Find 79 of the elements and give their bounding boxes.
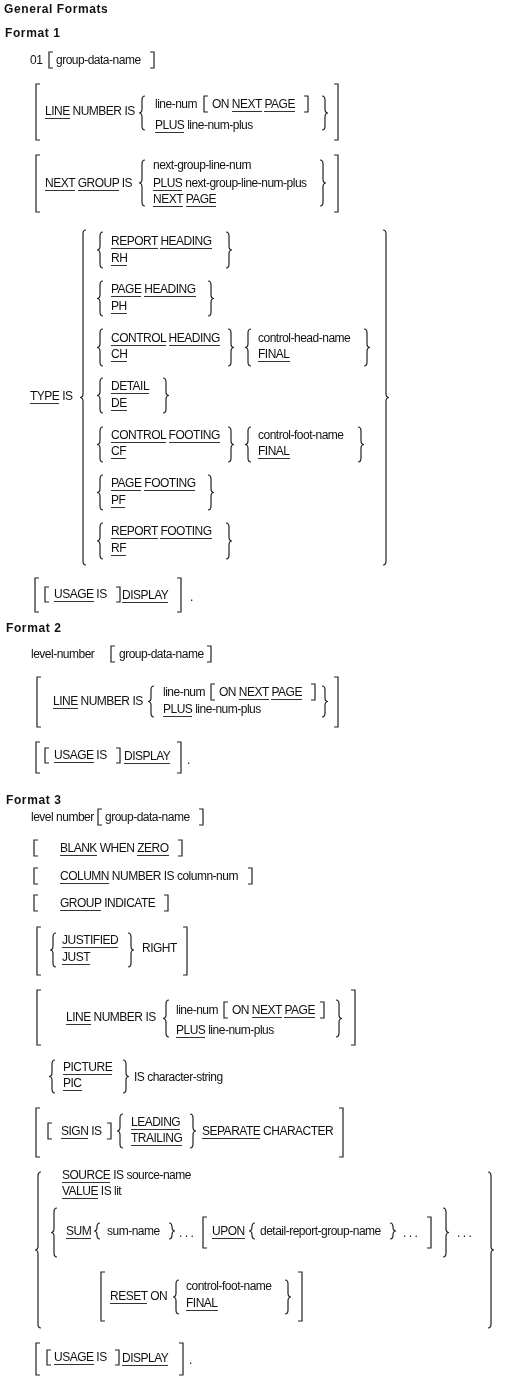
syntax-text: USAGE IS bbox=[54, 1350, 107, 1364]
syntax-text: SEPARATE CHARACTER bbox=[202, 1124, 334, 1138]
syntax-text: DE bbox=[111, 396, 127, 410]
syntax-text: USAGE IS bbox=[54, 748, 107, 762]
syntax-text: control-foot-name bbox=[186, 1279, 272, 1293]
syntax-text: RF bbox=[111, 541, 126, 555]
syntax-text: PLUS next-group-line-num-plus bbox=[153, 176, 307, 190]
syntax-text: PAGE HEADING bbox=[111, 282, 196, 296]
syntax-text: TYPE IS bbox=[30, 389, 73, 403]
syntax-text: SIGN IS bbox=[61, 1124, 102, 1138]
syntax-text: CONTROL FOOTING bbox=[111, 428, 220, 442]
syntax-text: LINE NUMBER IS bbox=[66, 1010, 156, 1024]
syntax-text: next-group-line-num bbox=[153, 158, 251, 172]
syntax-text: control-foot-name bbox=[258, 428, 344, 442]
syntax-text: FINAL bbox=[258, 347, 290, 361]
syntax-text: detail-report-group-name bbox=[260, 1224, 381, 1238]
syntax-text: FINAL bbox=[186, 1296, 218, 1310]
syntax-text: BLANK WHEN ZERO bbox=[60, 841, 169, 855]
syntax-text: PH bbox=[111, 299, 127, 313]
title: General Formats bbox=[4, 2, 109, 16]
syntax-text: DISPLAY bbox=[122, 588, 169, 602]
syntax-text: PLUS line-num-plus bbox=[176, 1023, 274, 1037]
syntax-text: LINE NUMBER IS bbox=[45, 104, 135, 118]
syntax-text: . . . bbox=[457, 1226, 472, 1240]
syntax-text: line-num bbox=[163, 685, 206, 699]
syntax-text: level number bbox=[31, 810, 94, 824]
syntax-text: NEXT GROUP IS bbox=[45, 176, 133, 190]
syntax-text: 01 bbox=[30, 53, 43, 67]
syntax-text: PLUS line-num-plus bbox=[155, 118, 253, 132]
syntax-text: . bbox=[190, 590, 193, 604]
syntax-text: level-number bbox=[31, 647, 95, 661]
syntax-text: REPORT FOOTING bbox=[111, 524, 212, 538]
syntax-text: ON NEXT PAGE bbox=[232, 1003, 315, 1017]
syntax-text: JUSTIFIED bbox=[62, 933, 119, 947]
syntax-text: USAGE IS bbox=[54, 587, 107, 601]
syntax-text: PICTURE bbox=[63, 1060, 113, 1074]
syntax-text: SUM bbox=[66, 1224, 92, 1238]
syntax-text: . bbox=[187, 753, 190, 767]
syntax-text: . . . bbox=[179, 1226, 194, 1240]
syntax-text: DISPLAY bbox=[122, 1351, 169, 1365]
syntax-text: group-data-name bbox=[105, 810, 190, 824]
syntax-text: JUST bbox=[62, 950, 90, 964]
syntax-text: ON NEXT PAGE bbox=[219, 685, 302, 699]
syntax-text: IS character-string bbox=[134, 1070, 223, 1084]
syntax-text: RIGHT bbox=[142, 941, 177, 955]
syntax-text: SOURCE IS source-name bbox=[62, 1168, 191, 1182]
syntax-text: group-data-name bbox=[119, 647, 204, 661]
syntax-text: PLUS line-num-plus bbox=[163, 702, 261, 716]
syntax-text: sum-name bbox=[107, 1224, 160, 1238]
syntax-text: LEADING bbox=[131, 1115, 181, 1129]
syntax-text: . . . bbox=[403, 1226, 418, 1240]
syntax-text: RH bbox=[111, 251, 128, 265]
syntax-text: CONTROL HEADING bbox=[111, 331, 220, 345]
syntax-text: FINAL bbox=[258, 444, 290, 458]
syntax-text: COLUMN NUMBER IS column-num bbox=[60, 869, 238, 883]
syntax-text: UPON bbox=[212, 1224, 245, 1238]
format-heading: Format 2 bbox=[6, 621, 62, 635]
syntax-text: ON NEXT PAGE bbox=[212, 97, 295, 111]
syntax-text: NEXT PAGE bbox=[153, 192, 217, 206]
syntax-text: . bbox=[189, 1353, 192, 1367]
syntax-text: CF bbox=[111, 444, 126, 458]
syntax-text: REPORT HEADING bbox=[111, 234, 212, 248]
syntax-text: group-data-name bbox=[56, 53, 141, 67]
syntax-text: RESET ON bbox=[110, 1289, 168, 1303]
syntax-text: line-num bbox=[176, 1003, 219, 1017]
syntax-text: GROUP INDICATE bbox=[60, 896, 156, 910]
syntax-text: control-head-name bbox=[258, 331, 351, 345]
syntax-text: DETAIL bbox=[111, 379, 150, 393]
syntax-text: CH bbox=[111, 347, 128, 361]
syntax-text: PF bbox=[111, 493, 126, 507]
syntax-text: VALUE IS lit bbox=[62, 1184, 122, 1198]
format-heading: Format 3 bbox=[6, 793, 62, 807]
format-heading: Format 1 bbox=[5, 26, 61, 40]
syntax-text: PIC bbox=[63, 1076, 82, 1090]
syntax-text: DISPLAY bbox=[124, 749, 171, 763]
syntax-text: TRAILING bbox=[131, 1131, 183, 1145]
syntax-text: line-num bbox=[155, 97, 198, 111]
syntax-text: LINE NUMBER IS bbox=[53, 694, 143, 708]
syntax-text: PAGE FOOTING bbox=[111, 476, 196, 490]
